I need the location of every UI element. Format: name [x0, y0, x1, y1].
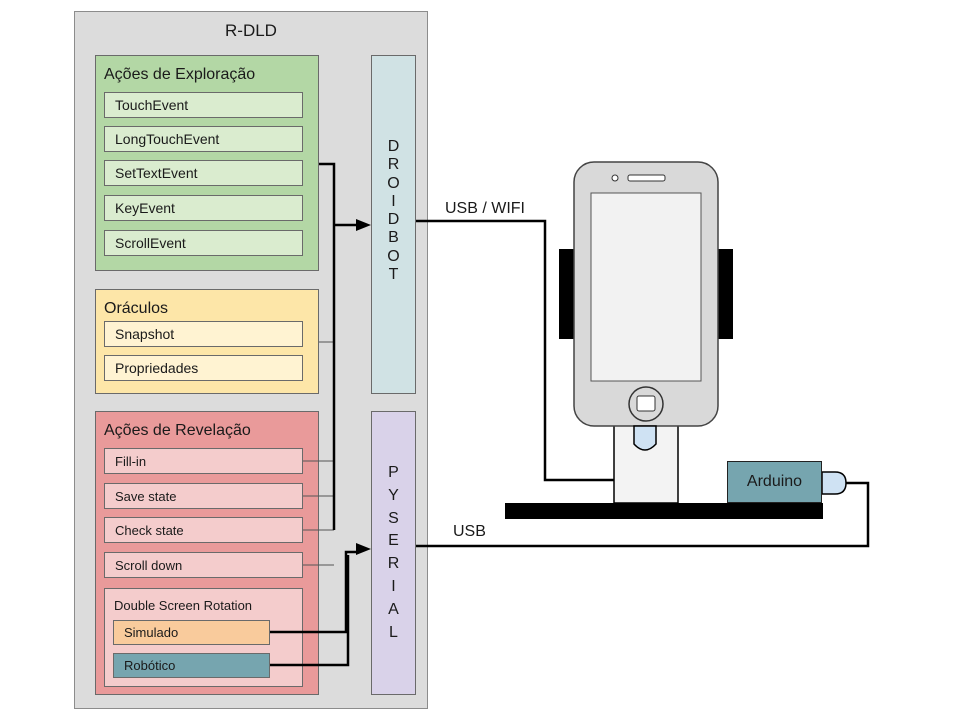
- pyserial-letter: E: [388, 532, 399, 550]
- droidbot-arrow: [356, 219, 371, 231]
- phone-screen: [590, 192, 702, 382]
- action-fill-in: Fill-in: [104, 448, 303, 474]
- droidbot-letter: I: [391, 192, 396, 210]
- pyserial-letter: I: [391, 577, 396, 595]
- pyserial-letter: P: [388, 464, 399, 481]
- droidbot-letter: O: [387, 174, 400, 192]
- arduino-usb-plug-icon: [821, 471, 847, 495]
- platform: [505, 503, 823, 519]
- event-touch: TouchEvent: [104, 92, 303, 118]
- droidbot-letter: O: [387, 247, 400, 265]
- pyserial-bus: [270, 550, 358, 667]
- arduino-board: Arduino: [727, 461, 822, 503]
- thin-links: [303, 341, 334, 566]
- pyserial-letter: A: [388, 600, 399, 618]
- action-save-state: Save state: [104, 483, 303, 509]
- droidbot-label: D R O I D B O T: [372, 138, 415, 284]
- revelation-actions-title: Ações de Revelação: [104, 422, 251, 439]
- diagram-title: R-DLD: [225, 21, 277, 40]
- action-check-state: Check state: [104, 517, 303, 543]
- home-button-glyph: [636, 395, 656, 412]
- pyserial-letter: Y: [388, 486, 399, 504]
- pyserial-letter: L: [389, 623, 398, 641]
- oracle-snapshot: Snapshot: [104, 321, 303, 347]
- pyserial-arrow: [356, 543, 371, 555]
- droidbot-letter: B: [388, 229, 399, 247]
- droidbot-letter: T: [388, 266, 399, 284]
- rotation-simulated: Simulado: [113, 620, 270, 645]
- usb-cable: [416, 481, 870, 548]
- pyserial-label: P Y S E R I A L: [372, 462, 415, 644]
- event-scroll: ScrollEvent: [104, 230, 303, 256]
- event-long-touch: LongTouchEvent: [104, 126, 303, 152]
- rotation-robotic: Robótico: [113, 653, 270, 678]
- event-key: KeyEvent: [104, 195, 303, 221]
- droidbot-block: D R O I D B O T: [371, 55, 416, 394]
- usb-label: USB: [453, 523, 486, 540]
- double-screen-rotation-title: Double Screen Rotation: [114, 598, 253, 613]
- pyserial-letter: S: [388, 509, 399, 527]
- droidbot-letter: D: [387, 138, 400, 155]
- pyserial-block: P Y S E R I A L: [371, 411, 416, 695]
- phone-camera-icon: [611, 174, 619, 182]
- droidbot-bus: [319, 162, 358, 530]
- phone-speaker: [627, 174, 666, 182]
- action-scroll-down: Scroll down: [104, 552, 303, 578]
- phone-usb-plug-icon: [633, 425, 657, 451]
- usb-wifi-label: USB / WIFI: [445, 200, 525, 217]
- droidbot-letter: D: [387, 211, 400, 229]
- event-set-text: SetTextEvent: [104, 160, 303, 186]
- exploration-actions-title: Ações de Exploração: [104, 66, 256, 83]
- oracle-properties: Propriedades: [104, 355, 303, 381]
- oracles-title: Oráculos: [104, 300, 169, 317]
- clamp-right: [717, 249, 733, 339]
- pyserial-letter: R: [387, 555, 400, 573]
- droidbot-letter: R: [387, 156, 400, 174]
- clamp-left: [559, 249, 575, 339]
